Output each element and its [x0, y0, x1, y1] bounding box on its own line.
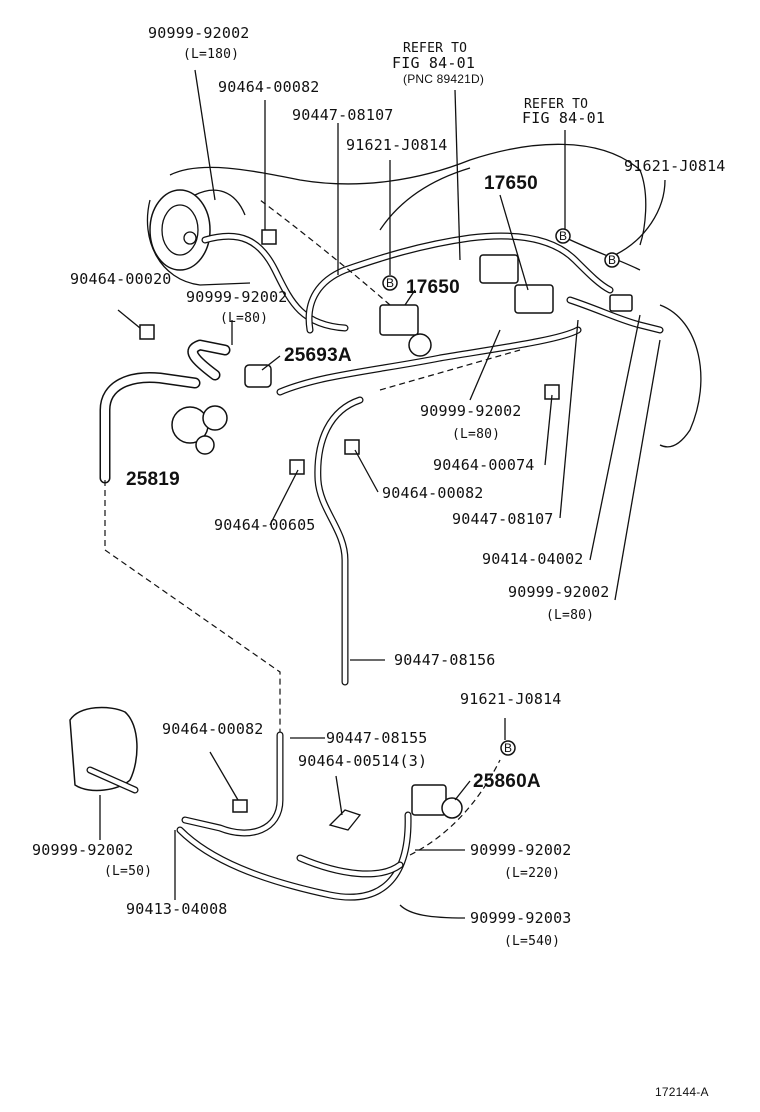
- left-large-hose: [99, 339, 231, 484]
- part-label-90447-08107-a: 90447-08107: [292, 106, 394, 124]
- part-label-90414-04002: 90414-04002: [482, 550, 584, 568]
- upper-hoses: [201, 232, 664, 396]
- part-label-91621-j0814-c: 91621-J0814: [460, 690, 562, 708]
- part-label-90464-00082-b: 90464-00082: [382, 484, 484, 502]
- refer-label-1-line-3: (PNC 89421D): [403, 72, 485, 86]
- part-label-90999-92002-c: 90999-92002: [420, 402, 522, 420]
- part-label-17650-b: 17650: [406, 277, 460, 298]
- part-label-90999-92002-a: 90999-92002: [148, 24, 250, 42]
- length-label-c: (L=80): [452, 427, 501, 442]
- length-label-d: (L=80): [546, 608, 595, 623]
- part-label-90464-00082-c: 90464-00082: [162, 720, 264, 738]
- part-label-90999-92002-f: 90999-92002: [32, 841, 134, 859]
- part-label-90464-00514: 90464-00514(3): [298, 752, 428, 770]
- part-label-25860a: 25860A: [473, 771, 541, 792]
- length-label-b: (L=80): [220, 311, 269, 326]
- length-label-e: (L=220): [504, 866, 561, 881]
- length-label-f: (L=50): [104, 864, 153, 879]
- lower-assembly: [69, 706, 463, 901]
- refer-label-1-line-2: FIG 84-01: [392, 54, 476, 72]
- part-label-90464-00074: 90464-00074: [433, 456, 535, 474]
- part-label-90464-00082-a: 90464-00082: [218, 78, 320, 96]
- center-long-hose: [314, 396, 364, 686]
- part-label-90413-04008: 90413-04008: [126, 900, 228, 918]
- part-label-90464-00605: 90464-00605: [214, 516, 316, 534]
- marker-b-1: B: [386, 276, 395, 290]
- refer-label-2-line-2: FIG 84-01: [522, 109, 606, 127]
- part-label-90999-92002-b: 90999-92002: [186, 288, 288, 306]
- b-markers: [382, 228, 620, 756]
- part-label-90447-08155: 90447-08155: [326, 729, 428, 747]
- part-label-91621-j0814-a: 91621-J0814: [346, 136, 448, 154]
- part-label-25693a: 25693A: [284, 345, 352, 366]
- air-intake-component: [149, 189, 246, 271]
- vsv-components: [139, 229, 633, 475]
- length-label-g: (L=540): [504, 934, 561, 949]
- part-label-91621-j0814-b: 91621-J0814: [624, 157, 726, 175]
- part-label-90999-92002-e: 90999-92002: [470, 841, 572, 859]
- part-label-90464-00020: 90464-00020: [70, 270, 172, 288]
- part-label-90999-92002-d: 90999-92002: [508, 583, 610, 601]
- diagram-code: 172144-A: [655, 1085, 709, 1099]
- part-label-90447-08107-b: 90447-08107: [452, 510, 554, 528]
- part-label-25819: 25819: [126, 469, 180, 490]
- refer-label-2-line-1: REFER TO: [524, 97, 589, 112]
- part-label-17650-a: 17650: [484, 173, 538, 194]
- dashed-connections: [104, 199, 521, 856]
- marker-b-4: B: [504, 741, 513, 755]
- length-label-a: (L=180): [183, 47, 240, 62]
- part-label-90999-92003: 90999-92003: [470, 909, 572, 927]
- part-label-90447-08156: 90447-08156: [394, 651, 496, 669]
- leader-lines: [99, 69, 666, 919]
- marker-b-3: B: [608, 253, 617, 267]
- refer-label-1-line-1: REFER TO: [403, 41, 468, 56]
- marker-b-2: B: [559, 229, 568, 243]
